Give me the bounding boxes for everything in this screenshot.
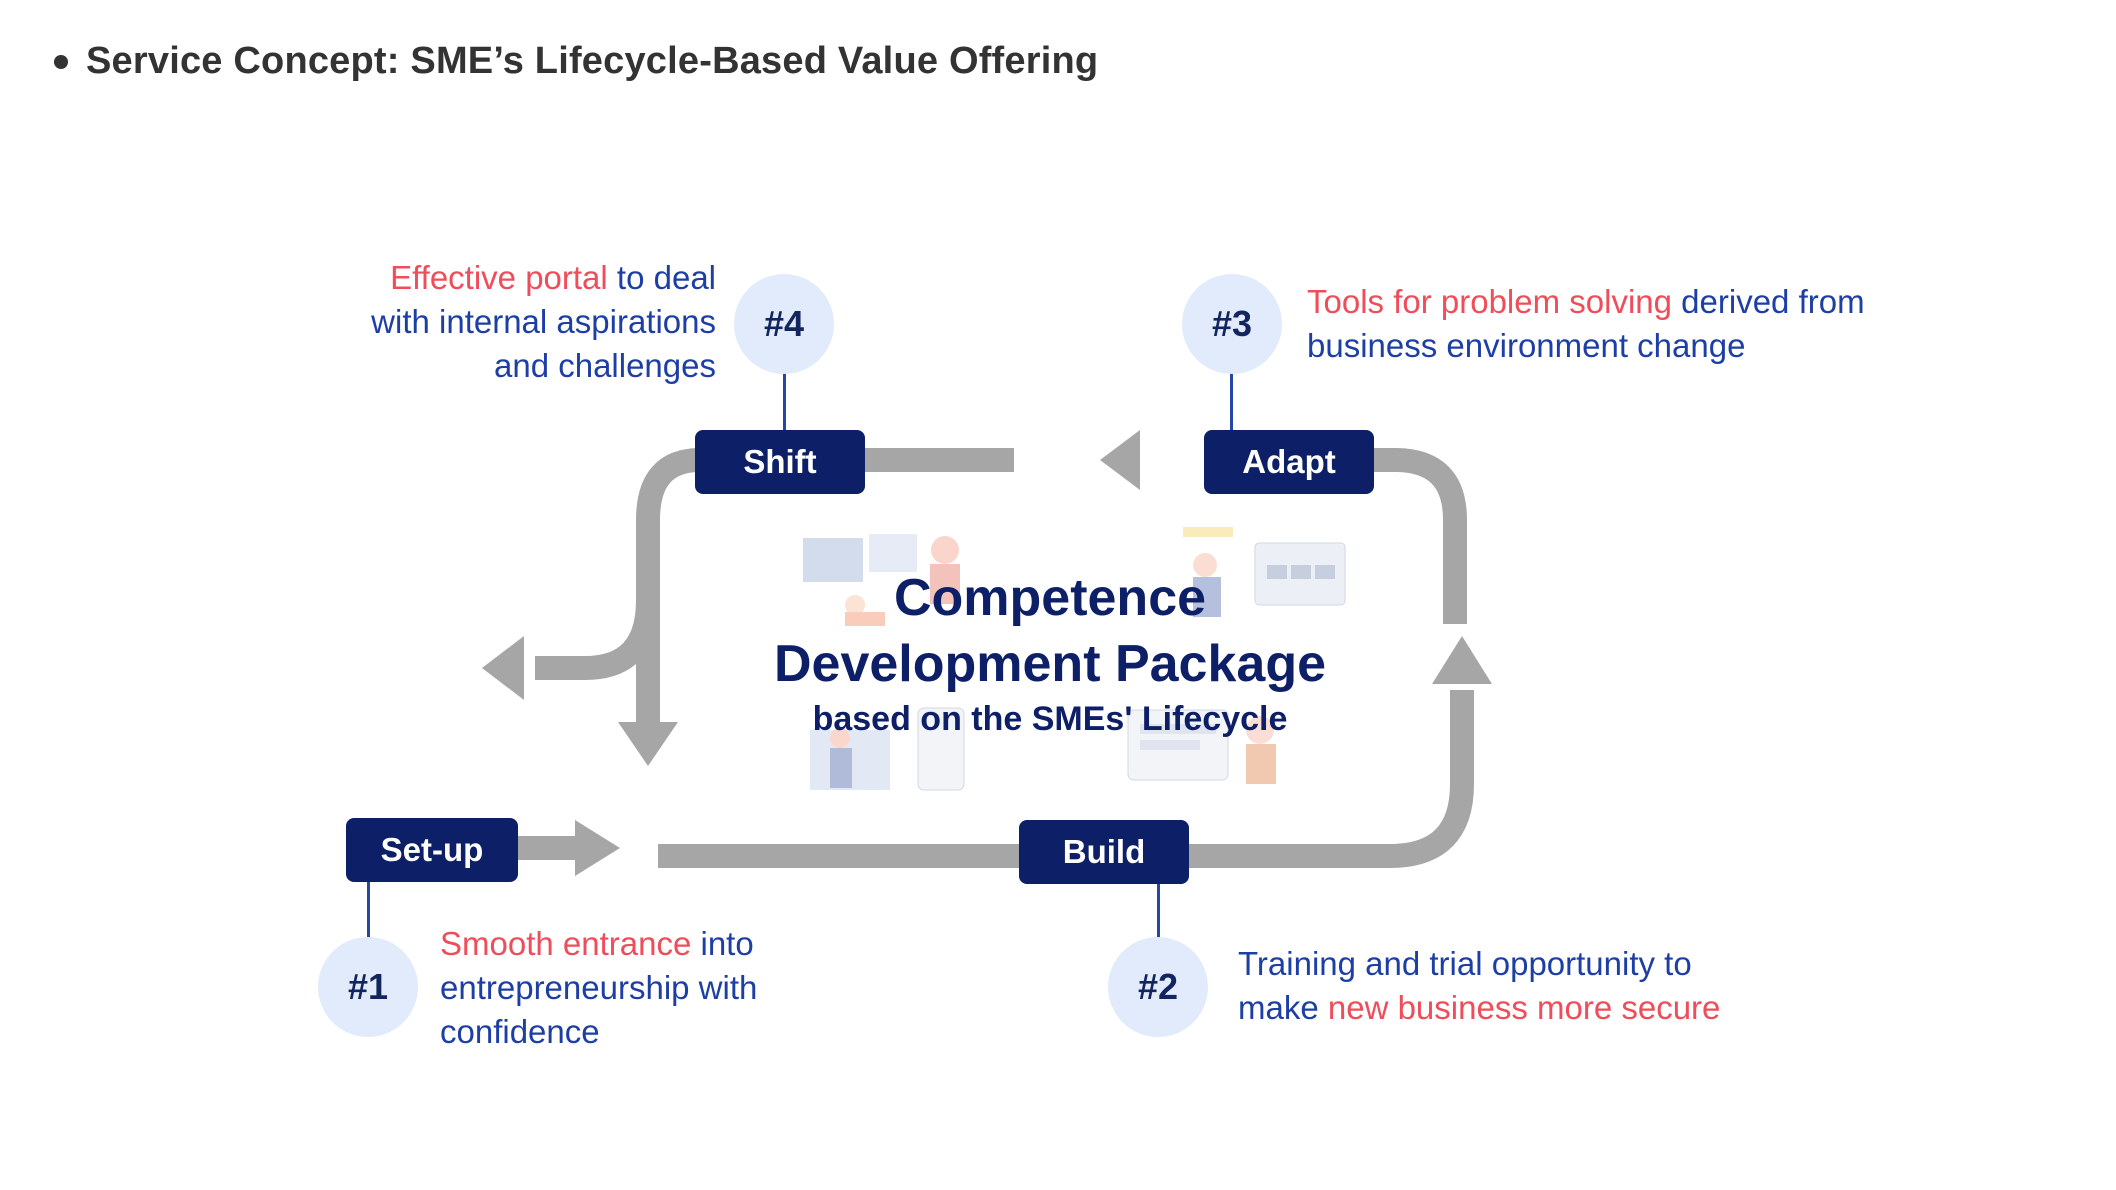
step-three-line1-rest: derived from (1672, 283, 1865, 320)
step-number-four: #4 (734, 274, 834, 374)
step-desc-one: Smooth entrance into entrepreneurship wi… (440, 922, 757, 1054)
step-one-line3: confidence (440, 1013, 600, 1050)
page-title: Service Concept: SME’s Lifecycle-Based V… (86, 40, 1099, 82)
step-three-highlight: Tools for problem solving (1307, 283, 1672, 320)
shift-arrowhead (618, 722, 678, 766)
stage-build: Build (1019, 820, 1189, 884)
step-number-two: #2 (1108, 937, 1208, 1037)
center-title-line1: Competence (893, 569, 1207, 627)
step-two-line1: Training and trial opportunity to (1238, 945, 1692, 982)
setup-arrowhead (575, 820, 620, 876)
step-four-line1-rest: to deal (607, 259, 716, 296)
step-four-line2: with internal aspirations (371, 303, 716, 340)
exit-arrowhead (482, 636, 524, 700)
illustration-top-right (1183, 527, 1346, 617)
step-one-line2: entrepreneurship with (440, 969, 758, 1006)
build-arrowhead (1432, 636, 1492, 684)
connector-three (1230, 372, 1233, 430)
step-four-highlight: Effective portal (390, 259, 608, 296)
adapt-path (1230, 448, 1467, 624)
center-subtitle: based on the SMEs' Lifecycle (812, 700, 1288, 738)
connector-four (783, 372, 786, 430)
center-title: Competence Development Package (700, 565, 1400, 697)
connector-one (367, 882, 370, 938)
adapt-arrowhead (1100, 430, 1140, 490)
title-row: Service Concept: SME’s Lifecycle-Based V… (54, 40, 1098, 83)
illustration-bottom-right (1127, 709, 1276, 784)
stage-setup: Set-up (346, 818, 518, 882)
step-desc-four: Effective portal to deal with internal a… (300, 256, 716, 388)
illustration-bottom-left (810, 707, 965, 791)
step-number-three: #3 (1182, 274, 1282, 374)
step-four-line3: and challenges (493, 347, 716, 384)
exit-path (535, 599, 660, 680)
step-one-line1-rest: into (691, 925, 754, 962)
shift-path (636, 448, 701, 722)
connector-two (1157, 884, 1160, 940)
bullet-icon (54, 54, 68, 69)
stage-shift: Shift (695, 430, 865, 494)
step-desc-three: Tools for problem solving derived from b… (1307, 280, 1865, 368)
center-title-line2: Development Package (773, 635, 1327, 693)
illustration-top-left (803, 534, 960, 626)
step-desc-two: Training and trial opportunity to make n… (1238, 942, 1720, 1030)
step-two-highlight: new business more secure (1327, 989, 1721, 1026)
stage-adapt: Adapt (1204, 430, 1374, 494)
step-two-line2-start: make (1238, 989, 1328, 1026)
build-path (658, 690, 1474, 868)
step-one-highlight: Smooth entrance (440, 925, 692, 962)
step-three-line2: business environment change (1307, 327, 1746, 364)
step-number-one: #1 (318, 937, 418, 1037)
